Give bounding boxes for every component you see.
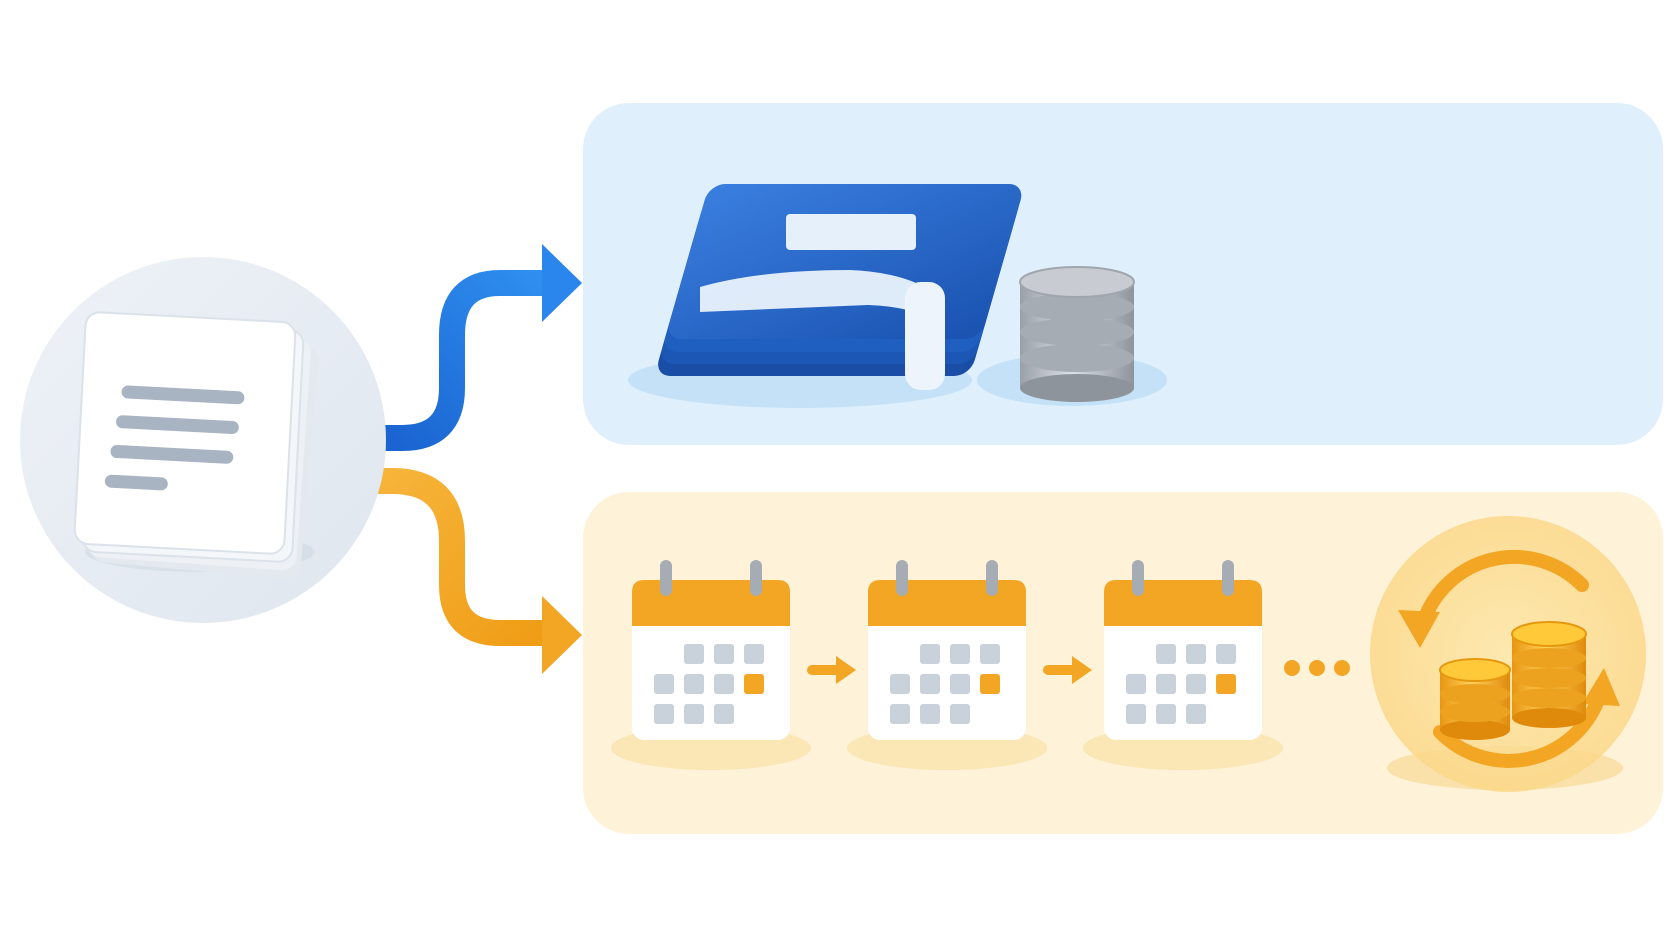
ellipsis-dots-icon	[1284, 660, 1350, 676]
orange-branch-arrow-icon	[378, 468, 582, 674]
calendar-cell	[950, 674, 970, 694]
calendar-cell	[1216, 644, 1236, 664]
calendar-icon	[611, 560, 811, 770]
calendar-icon	[847, 560, 1047, 770]
calendar-sequence	[611, 560, 1283, 770]
blue-branch-arrow-icon	[382, 244, 582, 451]
recurring-gold-coins-icon	[1370, 516, 1646, 792]
calendar-cell	[714, 644, 734, 664]
calendar-cell	[1126, 704, 1146, 724]
calendar-cell	[1156, 704, 1176, 724]
calendar-cell	[1186, 644, 1206, 664]
calendar-cell	[714, 674, 734, 694]
calendar-cell	[1126, 674, 1146, 694]
calendar-cell	[684, 644, 704, 664]
small-right-arrow-icon	[807, 656, 856, 684]
folder-stack-icon	[628, 184, 1022, 408]
calendar-cell	[920, 644, 940, 664]
calendar-cell	[1186, 704, 1206, 724]
calendar-cell	[980, 644, 1000, 664]
calendar-cell	[654, 704, 674, 724]
calendar-cell	[920, 704, 940, 724]
calendar-cell	[950, 644, 970, 664]
calendar-cell	[890, 704, 910, 724]
calendar-highlighted-cell	[744, 674, 764, 694]
calendar-cell	[714, 704, 734, 724]
calendar-highlighted-cell	[980, 674, 1000, 694]
document-stack-icon	[20, 257, 386, 623]
silver-coin-stack-icon	[977, 266, 1167, 406]
calendar-cell	[920, 674, 940, 694]
calendar-cell	[890, 674, 910, 694]
calendar-cell	[1156, 674, 1176, 694]
calendar-cell	[950, 704, 970, 724]
calendar-cell	[1186, 674, 1206, 694]
calendar-cell	[684, 704, 704, 724]
calendar-cell	[684, 674, 704, 694]
calendar-highlighted-cell	[1216, 674, 1236, 694]
small-right-arrow-icon	[1043, 656, 1092, 684]
calendar-icon	[1083, 560, 1283, 770]
calendar-cell	[1156, 644, 1176, 664]
calendar-cell	[744, 644, 764, 664]
calendar-cell	[654, 674, 674, 694]
